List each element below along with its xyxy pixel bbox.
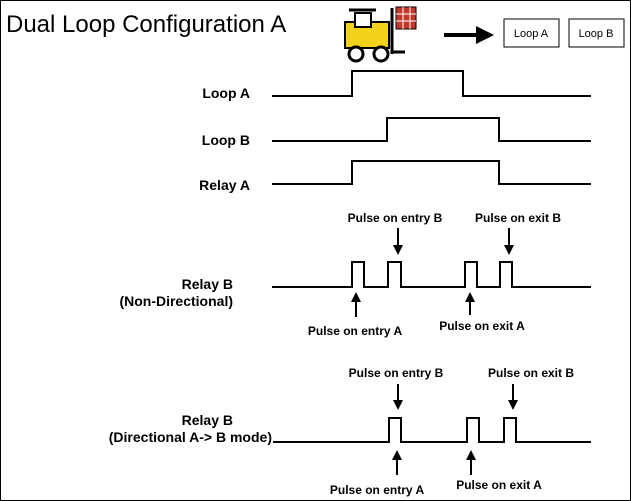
relay-a-waveform — [272, 160, 591, 185]
page-title: Dual Loop Configuration A — [6, 11, 286, 38]
relay-b-nd-waveform — [272, 261, 591, 288]
loop-b-label: Loop B — [202, 132, 250, 148]
dir-entry-b-note: Pulse on entry B — [349, 366, 444, 380]
dir-exit-b-arrow — [508, 384, 518, 410]
relay-b-nd-sublabel: (Non-Directional) — [119, 293, 233, 309]
dir-entry-a-arrow — [392, 450, 402, 475]
relay-b-nd-label: Relay B — [182, 276, 233, 292]
loop-b-box: Loop B — [568, 18, 625, 48]
relay-b-dir-sublabel: (Directional A-> B mode) — [109, 429, 272, 445]
dir-exit-a-arrow — [466, 450, 476, 475]
dir-exit-b-note: Pulse on exit B — [488, 366, 574, 380]
direction-arrow-icon — [444, 26, 494, 44]
forklift-icon — [344, 6, 417, 63]
relay-b-dir-waveform — [273, 417, 591, 443]
loop-b-waveform — [272, 117, 591, 142]
dir-entry-a-note: Pulse on entry A — [330, 483, 425, 497]
dir-exit-a-note: Pulse on exit A — [456, 478, 542, 492]
nd-entry-b-arrow — [393, 228, 403, 255]
relay-a-label: Relay A — [199, 177, 250, 193]
loop-a-box: Loop A — [503, 18, 560, 48]
nd-entry-b-note: Pulse on entry B — [348, 211, 443, 225]
relay-b-dir-label: Relay B — [182, 412, 233, 428]
nd-exit-a-arrow — [465, 292, 475, 315]
nd-exit-b-arrow — [504, 228, 514, 255]
nd-exit-b-note: Pulse on exit B — [475, 211, 561, 225]
dir-entry-b-arrow — [393, 384, 403, 410]
svg-text:Loop A: Loop A — [514, 28, 549, 40]
nd-entry-a-note: Pulse on entry A — [308, 324, 403, 338]
nd-entry-a-arrow — [351, 292, 361, 317]
loop-a-label: Loop A — [202, 85, 250, 101]
nd-exit-a-note: Pulse on exit A — [439, 319, 525, 333]
svg-text:Loop B: Loop B — [579, 28, 614, 40]
loop-a-waveform — [272, 70, 591, 97]
